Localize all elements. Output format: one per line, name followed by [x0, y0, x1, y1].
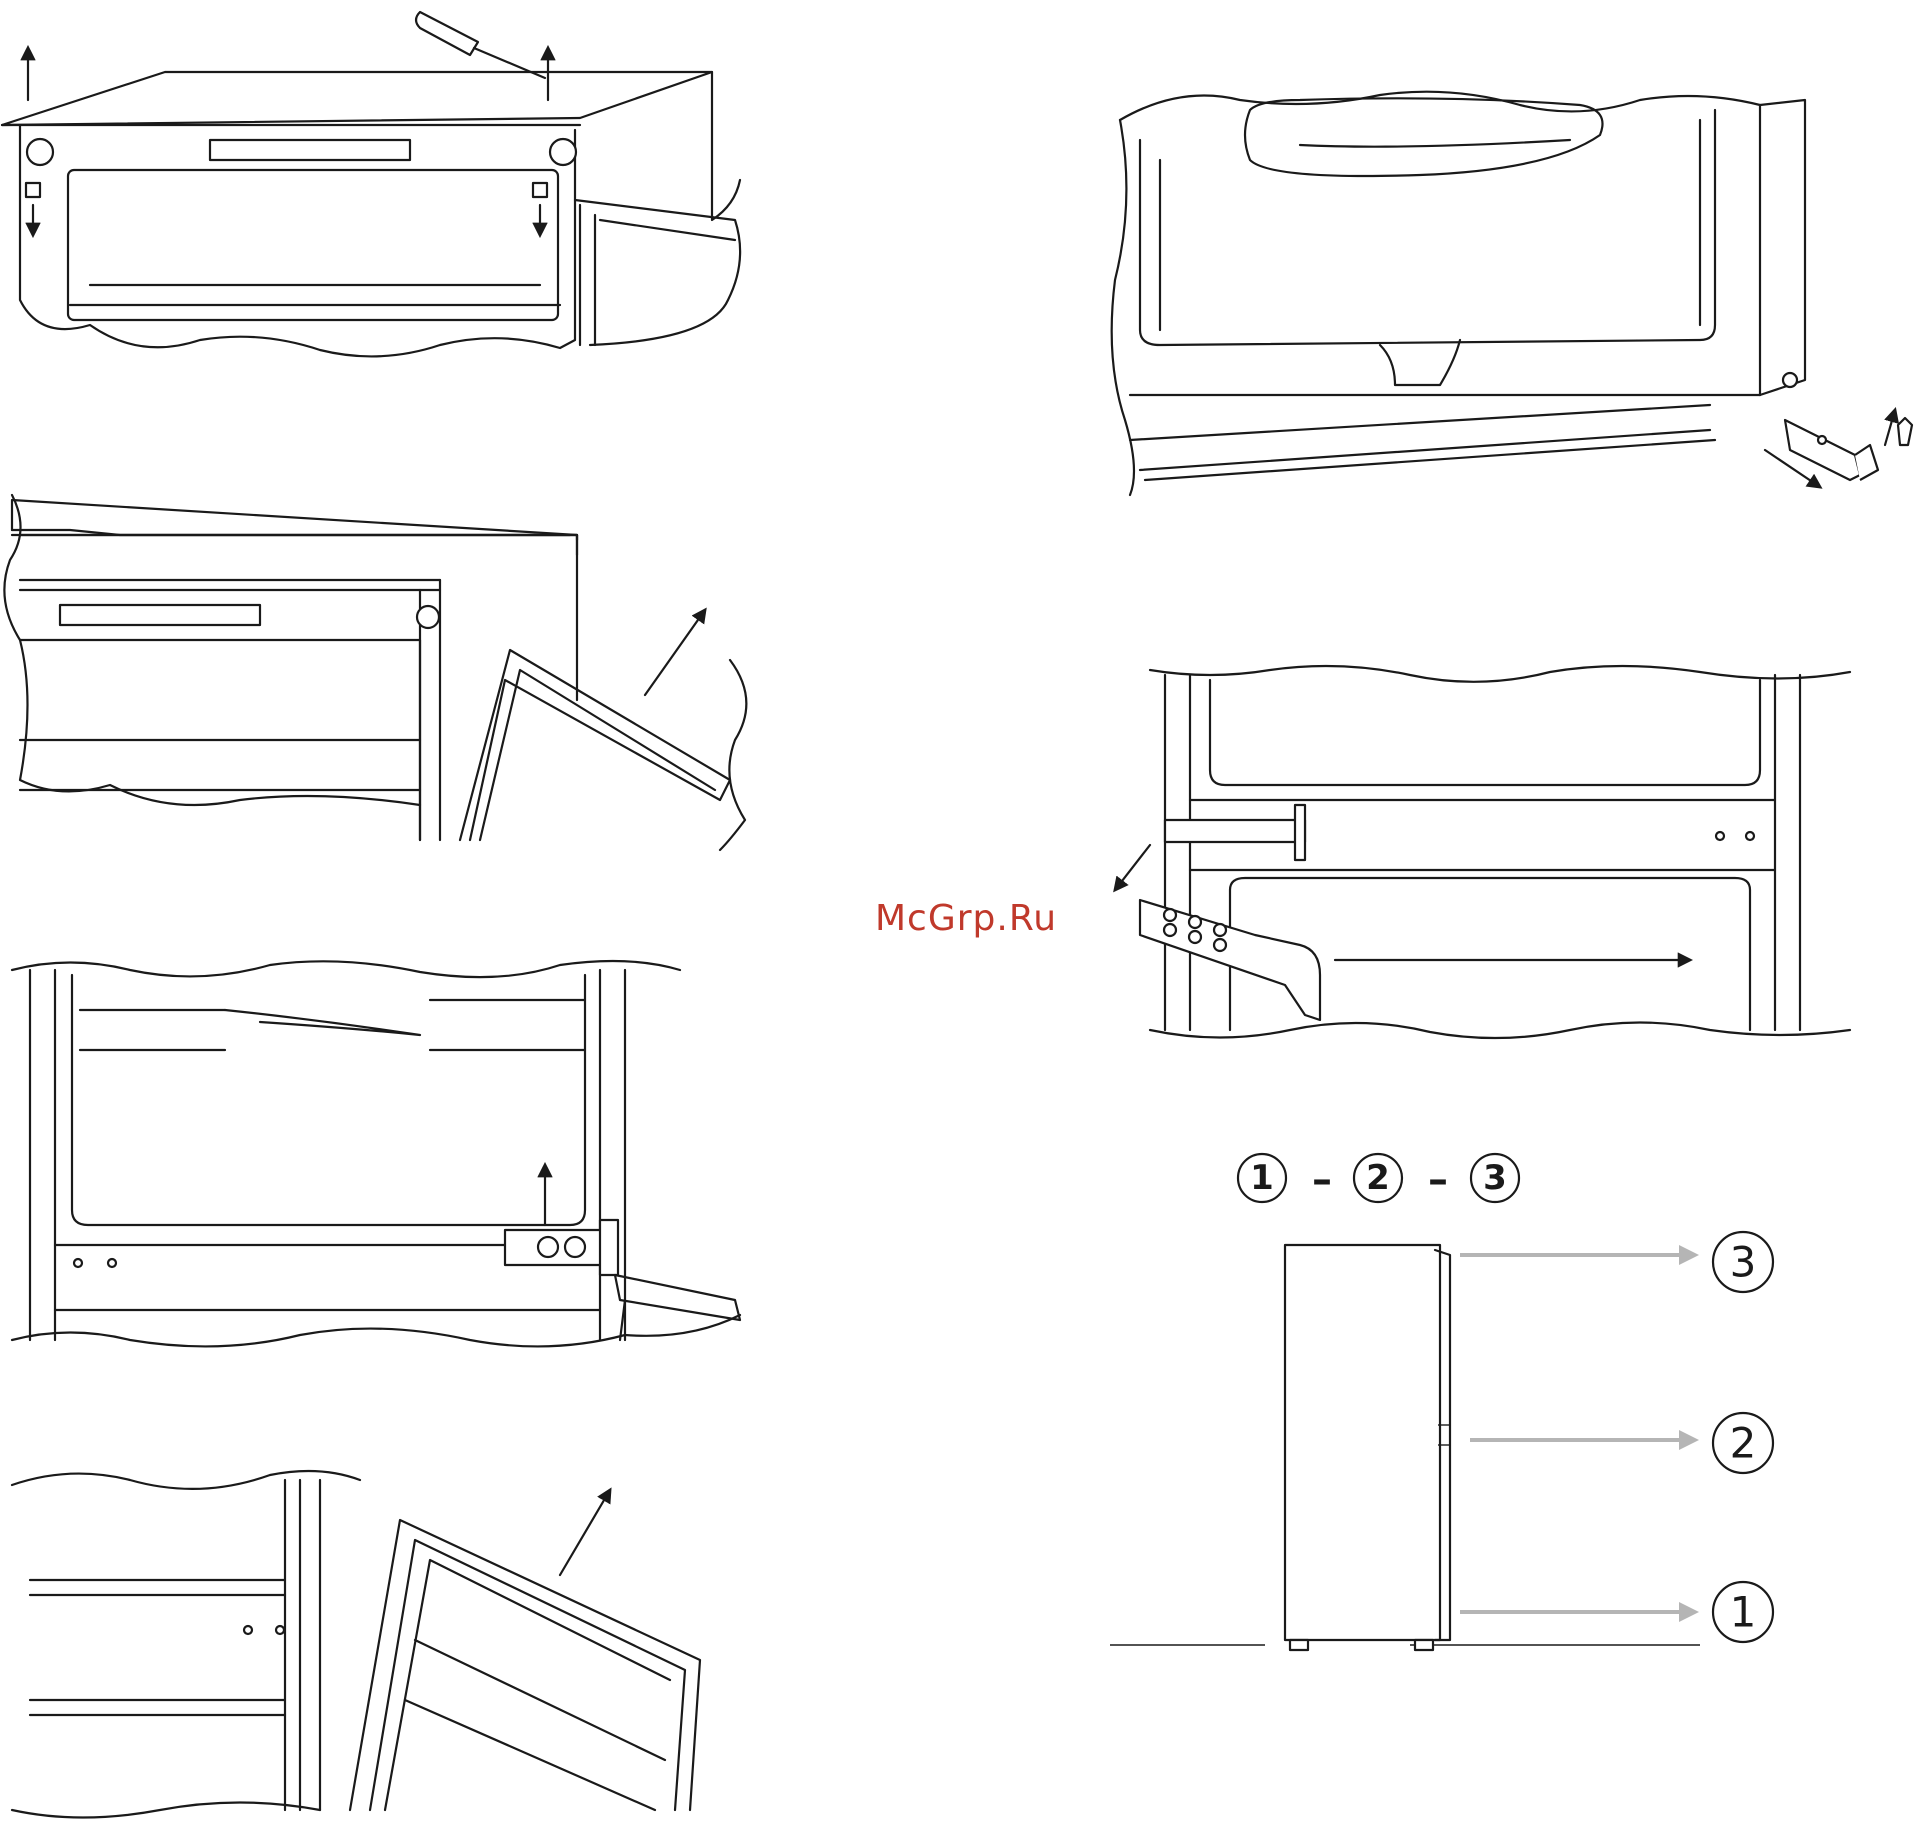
panel-middle-hinge — [12, 961, 740, 1346]
sequence-separator-2: – — [1428, 1157, 1448, 1203]
height-level-middle: 2 — [1470, 1413, 1773, 1473]
arrow-icon — [645, 610, 705, 695]
screwdriver-icon — [416, 12, 545, 78]
panel-remove-upper-door — [4, 495, 746, 850]
screw-icon — [1898, 418, 1912, 445]
hinge-bracket-icon — [1785, 420, 1878, 480]
panel-remove-top-cover — [2, 12, 740, 356]
screw-icon — [26, 183, 547, 197]
panel-door-order: 1 – 2 – 3 3 2 — [1110, 1154, 1773, 1650]
panel-bottom-hinge — [1112, 92, 1912, 495]
height-level-bottom: 1 — [1460, 1582, 1773, 1642]
watermark-text: McGrp.Ru — [875, 898, 1057, 939]
level-label-2: 2 — [1730, 1419, 1757, 1468]
sequence-step-3: 3 — [1483, 1158, 1507, 1198]
panel-swap-hinge-side — [1115, 666, 1850, 1038]
arrow-icon — [28, 48, 548, 235]
sequence-step-1: 1 — [1250, 1158, 1274, 1198]
fridge-side-view — [1110, 1245, 1700, 1650]
sequence-separator-1: – — [1312, 1157, 1332, 1203]
panel-remove-lower-door — [12, 1471, 700, 1818]
sequence-step-2: 2 — [1366, 1158, 1390, 1198]
arrow-icon — [560, 1490, 610, 1575]
level-label-3: 3 — [1730, 1238, 1757, 1287]
hinge-bracket-icon — [505, 1220, 618, 1275]
step-sequence: 1 – 2 – 3 — [1238, 1154, 1519, 1203]
height-level-top: 3 — [1460, 1232, 1773, 1292]
level-label-1: 1 — [1730, 1588, 1757, 1637]
